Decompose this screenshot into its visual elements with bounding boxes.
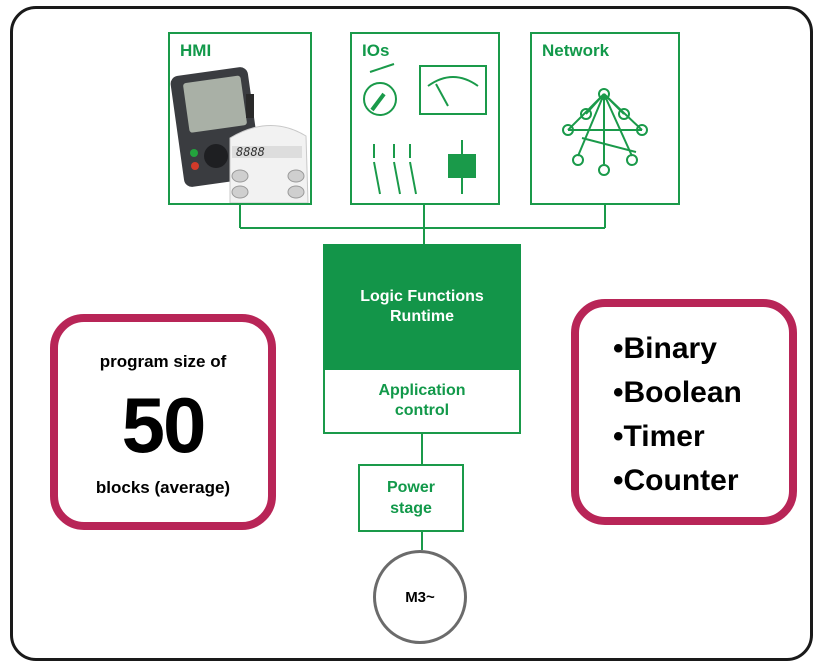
program-size-suffix: blocks (average)	[95, 478, 231, 497]
hmi-keypad-icon: 8888	[170, 67, 309, 203]
application-line1: Application	[378, 382, 466, 399]
program-size-panel: program size of 50 blocks (average)	[50, 314, 276, 530]
network-topology-icon	[562, 88, 648, 176]
runtime-line1: Logic Functions	[360, 288, 484, 305]
hmi-label: HMI	[180, 41, 212, 60]
program-size-prefix: program size of	[99, 352, 227, 371]
potentiometer-icon	[363, 63, 397, 116]
power-stage-block: Power stage	[358, 464, 464, 532]
switch-contacts-icon	[373, 144, 417, 195]
io-symbols	[363, 63, 487, 195]
list-item: Counter	[613, 459, 742, 503]
function-types-list: Binary Boolean Timer Counter	[613, 327, 742, 503]
power-line1: Power	[386, 479, 435, 496]
motor-circle: M3~	[373, 550, 467, 644]
hmi-display-text: 8888	[236, 145, 265, 159]
logic-functions-runtime-block: Logic Functions Runtime	[323, 244, 521, 370]
network-label: Network	[542, 41, 610, 60]
runtime-line2: Runtime	[389, 308, 454, 325]
motor-label: M3~	[405, 588, 435, 606]
network-box: Network	[530, 32, 680, 205]
power-line2: stage	[390, 500, 432, 517]
analog-meter-icon	[419, 65, 487, 115]
function-types-panel: Binary Boolean Timer Counter	[571, 299, 797, 525]
ios-box: IOs	[350, 32, 500, 205]
list-item: Binary	[613, 327, 742, 371]
ios-label: IOs	[362, 41, 390, 60]
application-control-block: Application control	[323, 370, 521, 434]
relay-coil-icon	[448, 140, 476, 194]
list-item: Timer	[613, 415, 742, 459]
application-line2: control	[394, 402, 450, 419]
program-size-value: 50	[121, 381, 207, 469]
hmi-box: HMI 8888	[168, 32, 312, 205]
list-item: Boolean	[613, 371, 742, 415]
